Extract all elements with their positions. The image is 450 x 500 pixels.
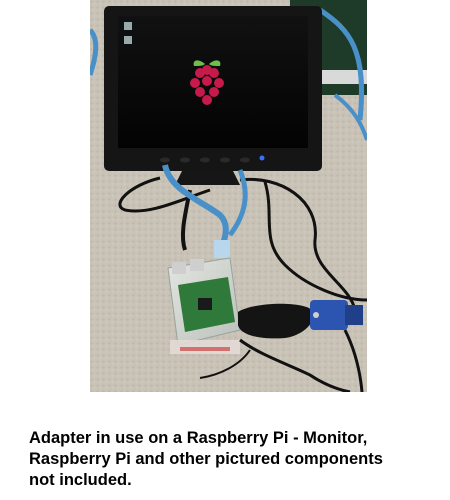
desktop-icon-1 [124, 22, 132, 30]
caption-line-3: not included. [29, 471, 132, 489]
adapter-body [238, 303, 314, 339]
monitor-buttons [160, 155, 265, 163]
chip [198, 298, 212, 310]
product-photo [90, 0, 367, 392]
bottom-cable-1 [239, 338, 351, 392]
black-cable-3 [263, 181, 367, 302]
ethernet-cable-2 [227, 169, 248, 237]
ethernet-plug [214, 240, 230, 258]
monitor-screen [118, 16, 308, 148]
background-cable-left [90, 28, 99, 76]
usb-port-1 [172, 262, 186, 274]
power-led-icon [259, 155, 265, 161]
black-cable-1 [118, 176, 211, 213]
pi-red-strip [180, 347, 230, 351]
bottom-cable-3 [199, 349, 251, 379]
ethernet-cable-main [162, 164, 229, 252]
desktop-icon-2 [124, 36, 132, 44]
usb-port-2 [190, 259, 204, 271]
vga-connector [310, 300, 363, 330]
raspberry-pi-case [167, 257, 241, 354]
product-caption: Adapter in use on a Raspberry Pi - Monit… [29, 428, 429, 491]
photo-illustration [90, 0, 367, 392]
background-cable-right-2 [333, 93, 367, 141]
background-cable-right [318, 7, 365, 121]
caption-line-2: Raspberry Pi and other pictured componen… [29, 450, 383, 468]
black-cable-2 [239, 177, 357, 311]
raspberry-pi-logo-icon [190, 60, 224, 105]
bottom-cable-2 [343, 329, 364, 392]
caption-line-1: Adapter in use on a Raspberry Pi - Monit… [29, 429, 368, 447]
background-white-strip [318, 70, 367, 84]
